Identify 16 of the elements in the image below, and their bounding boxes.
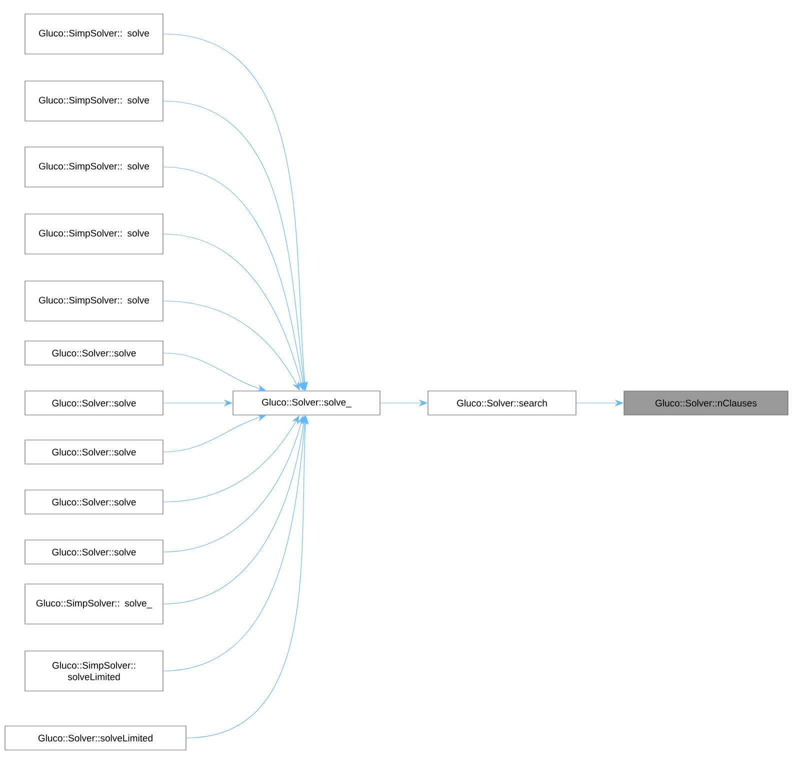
function-box: Gluco::SimpSolver:: solve_ — [24, 584, 164, 624]
function-box: Gluco::SimpSolver:: solve — [24, 14, 164, 54]
function-box: Gluco::SimpSolver:: solve — [24, 280, 164, 322]
function-box: Gluco::Solver::solve_ — [232, 390, 380, 416]
function-box: Gluco::Solver::solve — [24, 490, 164, 514]
function-box: Gluco::Solver::solve — [24, 390, 164, 416]
function-box: Gluco::SimpSolver:: solve — [24, 80, 164, 122]
function-box: Gluco::Solver::search — [428, 390, 576, 416]
function-box: Gluco::SimpSolver:: solveLimited — [24, 650, 164, 692]
function-box: Gluco::SimpSolver:: solve — [24, 214, 164, 254]
function-box: Gluco::Solver::solve — [24, 440, 164, 464]
function-box: Gluco::Solver::solve — [24, 340, 164, 366]
function-box: Gluco::Solver::solveLimited — [4, 726, 186, 750]
function-box: Gluco::SimpSolver:: solve — [24, 146, 164, 188]
highlighted-box: Gluco::Solver::nClauses — [624, 390, 788, 416]
function-box: Gluco::Solver::solve — [24, 540, 164, 564]
